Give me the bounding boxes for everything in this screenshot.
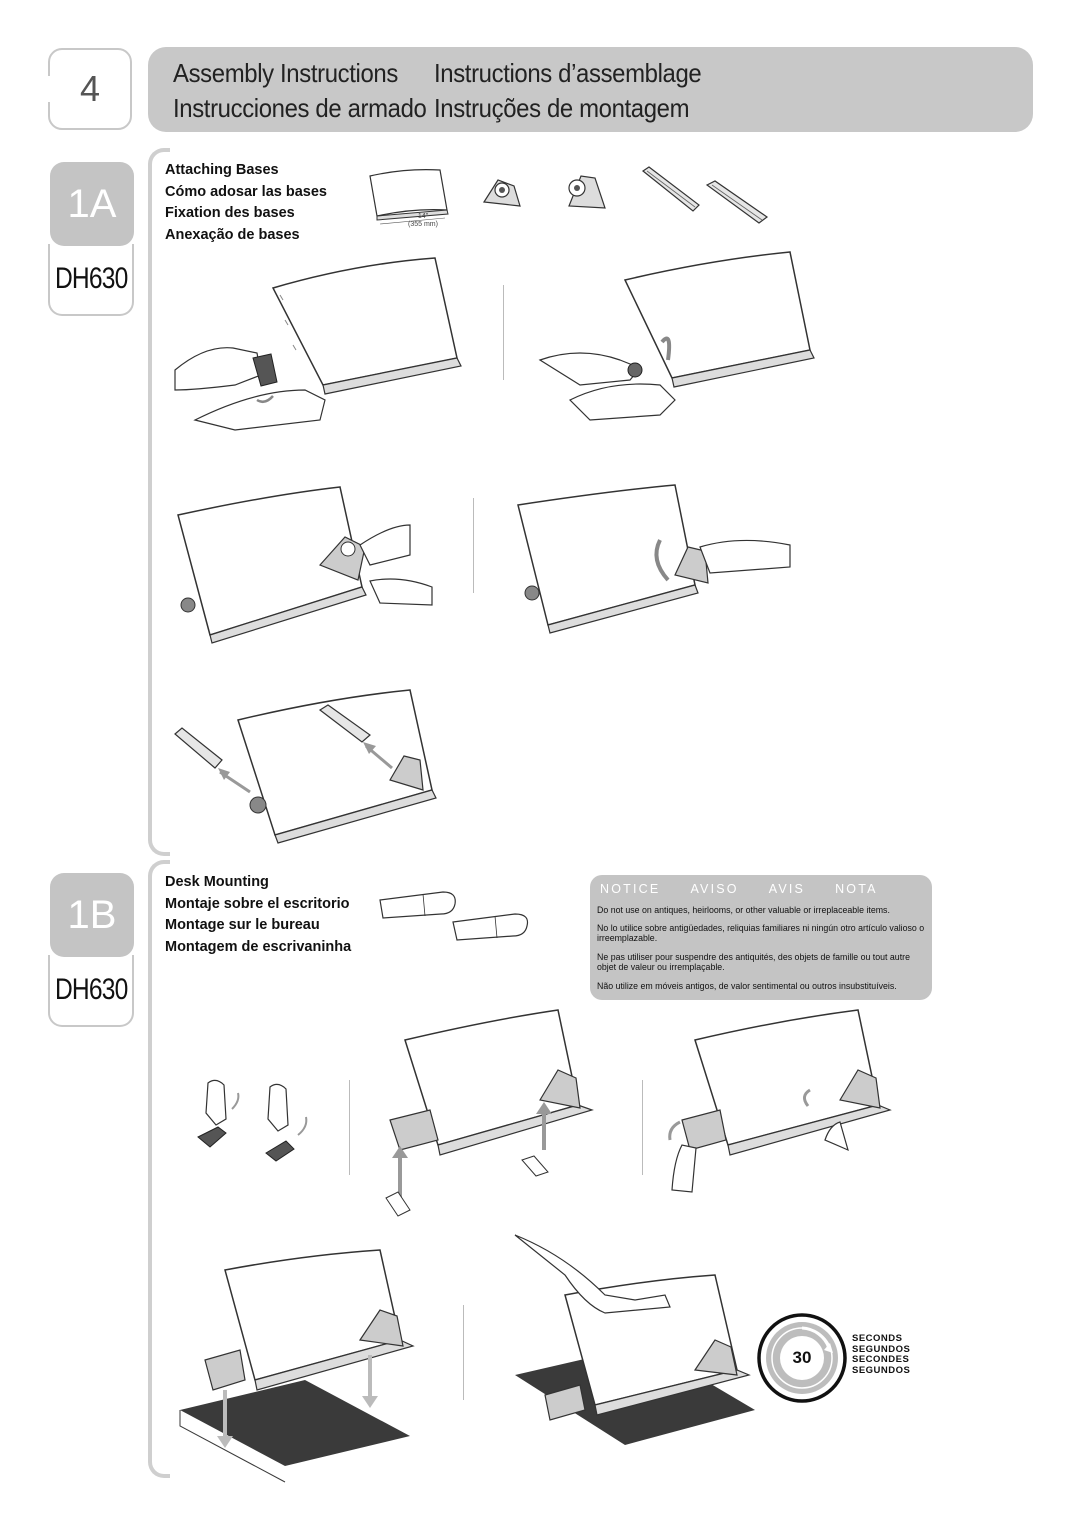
section-1b-model: DH630 [48,955,134,1027]
section-1b-title-es: Montaje sobre el escritorio [165,895,350,912]
timer-value: 30 [792,1348,812,1367]
title-pt: Instruções de montagem [434,93,690,123]
page-number-text: 4 [79,68,101,109]
notice-line-fr: Ne pas utiliser pour suspendre des antiq… [597,952,910,972]
notice-heading-fr: AVIS [768,882,806,896]
section-1a-title-es: Cómo adosar las bases [165,183,327,200]
page-number: 4 [47,48,132,130]
section-1b-badge-text: 1B [67,892,117,937]
notice-heading-en: NOTICE [600,882,661,896]
section-1b-title-en: Desk Mounting [165,874,269,890]
section-1b-title-pt: Montagem de escrivaninha [165,938,352,955]
timer-label-pt: SEGUNDOS [852,1364,911,1376]
divider-4 [642,1080,643,1175]
title-en: Assembly Instructions [173,58,398,88]
divider-3 [349,1080,350,1175]
section-1a-bracket [148,148,170,856]
section-1a-title-pt: Anexação de bases [165,226,300,243]
header-bar [148,47,1033,132]
section-1a-titles: Attaching Bases Cómo adosar las bases Fi… [165,160,327,246]
step-1a-1-illustration [174,257,462,431]
notice-heading-pt: NOTA [835,882,878,896]
section-1b-bracket [148,860,170,1478]
rail-parts-illustration [641,166,769,224]
section-1a-title-en: Attaching Bases [165,162,279,178]
divider-2 [473,498,474,593]
notice-box: NOTICE AVISO AVIS NOTA Do not use on ant… [590,875,932,1000]
title-es: Instrucciones de armado [173,93,427,123]
timer-labels: SECONDS SEGUNDOS SECONDES SEGUNDOS [852,1333,911,1376]
dimension-mm: (355 mm) [408,221,438,228]
timer-label-fr: SECONDES [852,1354,910,1365]
stopwatch-icon [757,1313,847,1403]
notice-headings: NOTICE AVISO AVIS NOTA [590,882,932,896]
section-1a-title-fr: Fixation des bases [165,205,295,221]
timer-label-es: SEGUNDOS [852,1343,911,1355]
timer-label-en: SECONDS [852,1333,903,1344]
title-fr: Instructions d’assemblage [434,58,702,88]
section-1a-model-text: DH630 [54,262,128,295]
step-1b-4-illustration [514,1234,755,1445]
dimension-inches: 14” [417,213,429,220]
dimension-label: 14” (355 mm) [408,213,438,229]
holder-part-illustration [369,169,449,225]
adhesive-pads-illustration [379,891,529,941]
step-1a-3-illustration [177,486,433,644]
section-1a-badge: 1A [50,162,134,246]
step-1a-4-illustration [517,484,791,634]
step-1b-2-illustration [668,1009,892,1193]
notice-line-es: No lo utilice sobre antigüedades, reliqu… [597,923,925,943]
section-1b-model-text: DH630 [54,973,128,1006]
knob-base-right-illustration [568,175,606,209]
step-1b-1-illustration [385,1009,594,1217]
knob-base-left-illustration [482,179,521,207]
divider-5 [463,1305,464,1400]
step-1a-2-illustration [538,251,815,421]
step-1a-5-illustration [174,689,437,844]
notice-heading-es: AVISO [690,882,739,896]
section-1b-title-fr: Montage sur le bureau [165,917,320,933]
step-1b-3-illustration [179,1249,415,1483]
section-1a-badge-text: 1A [67,181,117,226]
notice-line-pt: Não utilize em móveis antigos, de valor … [597,981,897,991]
peel-backing-illustration [197,1079,308,1162]
section-1b-badge: 1B [50,873,134,957]
divider-1 [503,285,504,380]
section-1b-titles: Desk Mounting Montaje sobre el escritori… [165,872,351,958]
notice-line-en: Do not use on antiques, heirlooms, or ot… [597,905,890,915]
section-1a-model: DH630 [48,244,134,316]
